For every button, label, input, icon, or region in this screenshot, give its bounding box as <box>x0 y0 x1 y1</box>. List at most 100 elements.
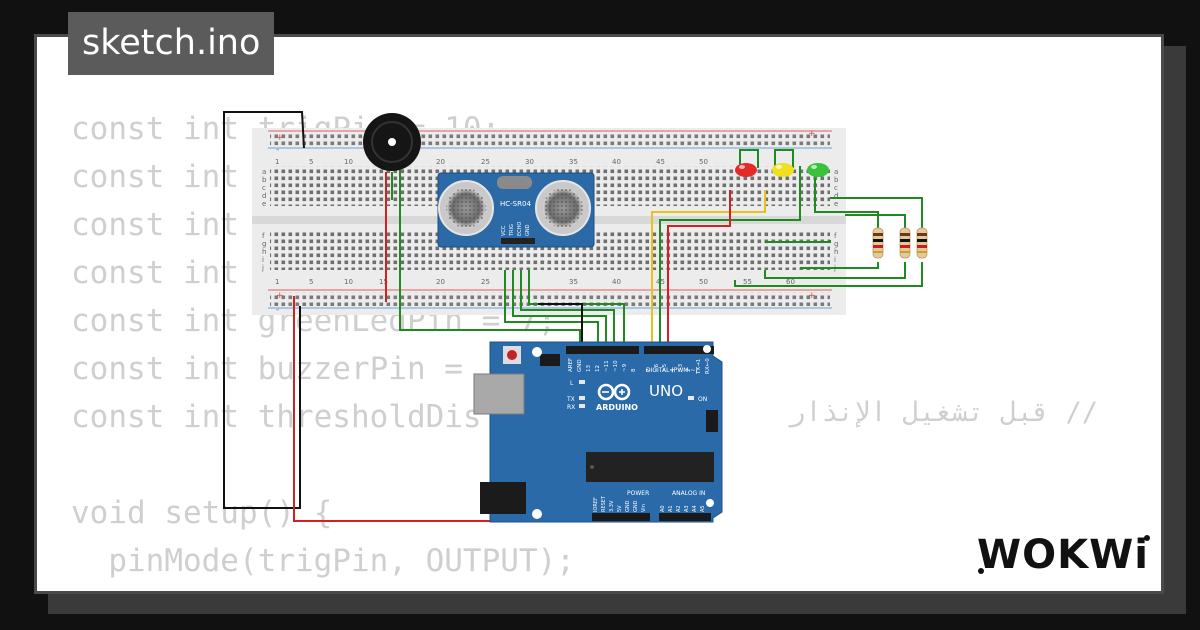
col-num-bottom-15: 15 <box>379 278 388 286</box>
wire-led-jumper-2 <box>774 149 794 168</box>
wire-green-sensor-vcc[interactable] <box>520 270 615 350</box>
col-num-25: 25 <box>481 158 490 166</box>
pin-label-11: ~11 <box>604 360 610 372</box>
pin-label-10: ~10 <box>613 360 619 372</box>
pin-label-9: ~9 <box>622 363 628 372</box>
wire-led-jumper-1 <box>739 149 759 168</box>
col-num-20: 20 <box>436 158 445 166</box>
row-letter-a: a <box>262 168 266 176</box>
pin-label-4: 4 <box>670 368 676 372</box>
pin-label-a4: A4 <box>692 505 698 512</box>
col-num-bottom-55: 55 <box>743 278 752 286</box>
top-power-rail[interactable] <box>270 132 830 146</box>
col-num-bottom-35: 35 <box>569 278 578 286</box>
power-header[interactable] <box>592 513 650 521</box>
pin-label-tx1: TX→1 <box>696 359 702 375</box>
wire-resistor-2 <box>830 197 923 230</box>
col-num-50: 50 <box>699 158 708 166</box>
wire-resistor-7 <box>734 262 923 287</box>
pin-label-a5: A5 <box>700 505 706 512</box>
code-line-9: void setup() { <box>71 495 333 531</box>
reset-button[interactable] <box>507 350 517 360</box>
pin-label-3v3: 3.3V <box>609 500 615 512</box>
crystal-oscillator <box>497 176 532 189</box>
code-line-2: const int <box>71 159 239 195</box>
pin-label-7: 7 <box>646 368 652 372</box>
led-label-on: ON <box>698 396 707 403</box>
row-letter-h: h <box>262 248 266 256</box>
wire-black-left-loop[interactable] <box>223 111 305 509</box>
wire-green-buzzer[interactable] <box>399 170 581 350</box>
pin-label-8: 8 <box>631 368 637 372</box>
led-on-indicator <box>688 396 694 400</box>
piezo-buzzer-icon[interactable] <box>363 113 421 171</box>
digital-header-right[interactable] <box>644 346 714 354</box>
rail-plus-top-left: + <box>276 133 284 143</box>
pin-label-gnd-1: GND <box>625 500 631 512</box>
filename-tab[interactable]: sketch.ino <box>68 12 275 75</box>
led-tx-indicator <box>579 396 585 400</box>
yellow-led-icon[interactable] <box>772 163 794 177</box>
bottom-power-rail[interactable] <box>270 292 830 306</box>
green-led-icon[interactable] <box>807 163 829 177</box>
pin-label-a0: A0 <box>660 505 666 512</box>
rail-plus-top-right: + <box>808 129 816 139</box>
pin-label-6: ~6 <box>654 363 660 372</box>
icsp-header-top <box>540 354 560 366</box>
usb-port <box>473 373 525 415</box>
pin-label-a1: A1 <box>668 505 674 512</box>
code-line-3: const int <box>71 207 239 243</box>
row-letter-right-g: g <box>834 240 838 248</box>
wire-yellow-led[interactable] <box>651 190 766 350</box>
col-num-40: 40 <box>612 158 621 166</box>
board-model-label: UNO <box>649 382 683 400</box>
wire-red-led[interactable] <box>667 190 731 350</box>
sensor-pin-gnd-label: GND <box>525 224 531 236</box>
resistors[interactable] <box>872 227 928 259</box>
col-num-35: 35 <box>569 158 578 166</box>
resistor-icon[interactable] <box>872 227 884 259</box>
resistor-icon[interactable] <box>916 227 928 259</box>
ultrasonic-sensor[interactable]: HC-SR04 VCC TRIG ECHO GND <box>437 172 595 248</box>
power-jack <box>480 482 526 514</box>
pin-label-ioref: IOREF <box>593 497 599 512</box>
col-num-bottom-25: 25 <box>481 278 490 286</box>
atmega-chip <box>586 452 714 482</box>
led-rx-indicator <box>579 404 585 408</box>
digital-header-left[interactable] <box>566 346 639 354</box>
board-brand-label: ARDUINO <box>596 403 638 412</box>
row-letter-right-i: i <box>834 256 836 264</box>
resistor-icon[interactable] <box>899 227 911 259</box>
col-num-10: 10 <box>344 158 353 166</box>
mount-hole-bottom-right <box>706 499 714 507</box>
pin-label-5v: 5V <box>617 505 623 512</box>
wire-black-gnd[interactable] <box>538 303 583 350</box>
pin-label-3: ~3 <box>678 363 684 372</box>
col-num-5: 5 <box>309 158 313 166</box>
mount-hole-top-right <box>703 345 711 353</box>
mount-hole-bottom-left <box>532 509 542 519</box>
pin-label-12: 12 <box>595 365 601 372</box>
wire-resistor-4 <box>765 240 831 243</box>
pin-label-gnd-2: GND <box>633 500 639 512</box>
pin-label-a2: A2 <box>676 505 682 512</box>
col-num-bottom-1: 1 <box>275 278 279 286</box>
col-num-bottom-40: 40 <box>612 278 621 286</box>
code-line-10: pinMode(trigPin, OUTPUT); <box>71 543 575 579</box>
pin-label-rx0: RX←0 <box>705 358 711 374</box>
wire-resistor-6 <box>764 262 906 279</box>
row-letter-c: c <box>262 184 266 192</box>
led-label-l: L <box>570 380 574 387</box>
col-num-bottom-20: 20 <box>436 278 445 286</box>
arduino-uno[interactable]: AREF GND 13 12 ~11 ~10 ~9 8 7 ~6 ~5 4 ~3… <box>473 341 723 523</box>
rail-plus-bottom-left: + <box>276 291 284 301</box>
code-line-6: const int buzzerPin = <box>71 351 463 387</box>
wire-green-sensor-trig[interactable] <box>504 270 599 350</box>
wire-green-sensor-echo[interactable] <box>512 270 607 350</box>
row-letter-e: e <box>262 200 266 208</box>
red-led-icon[interactable] <box>735 163 757 177</box>
col-num-45: 45 <box>656 158 665 166</box>
analog-header[interactable] <box>659 513 711 521</box>
pin-label-aref: AREF <box>568 358 574 372</box>
